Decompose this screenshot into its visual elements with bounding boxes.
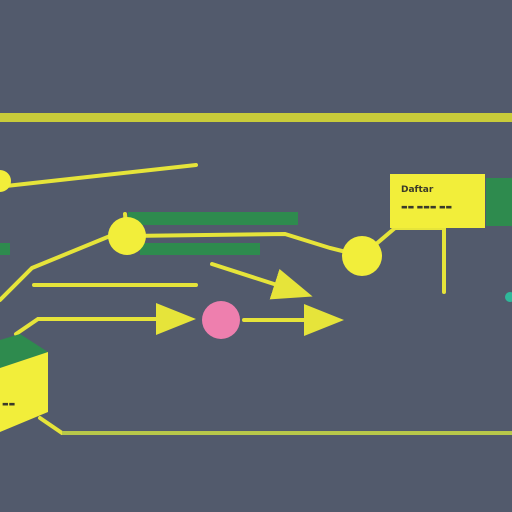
node-yellow-right [342,236,382,276]
node-yellow-mid [108,217,146,255]
node-teal [505,292,512,302]
top-band [0,113,512,122]
arrow-to-pink [14,303,196,336]
label-card [390,174,485,228]
node-left-edge [0,170,11,192]
green-card-right [486,178,512,226]
label-card-title: Daftar [401,185,434,195]
box-label: ▬▬ [2,400,15,408]
arrow-diagonal [210,262,313,300]
label-card-body: ▬▬ ▬▬▬ ▬▬ [401,203,452,211]
green-bar-lower [140,243,260,255]
connector-box-bottom [38,416,512,435]
isometric-box: ▬▬ [0,334,48,432]
green-bar-upper [128,212,298,225]
connector-top-left [4,163,198,188]
green-stub-left [0,243,10,255]
node-pink [202,301,240,339]
